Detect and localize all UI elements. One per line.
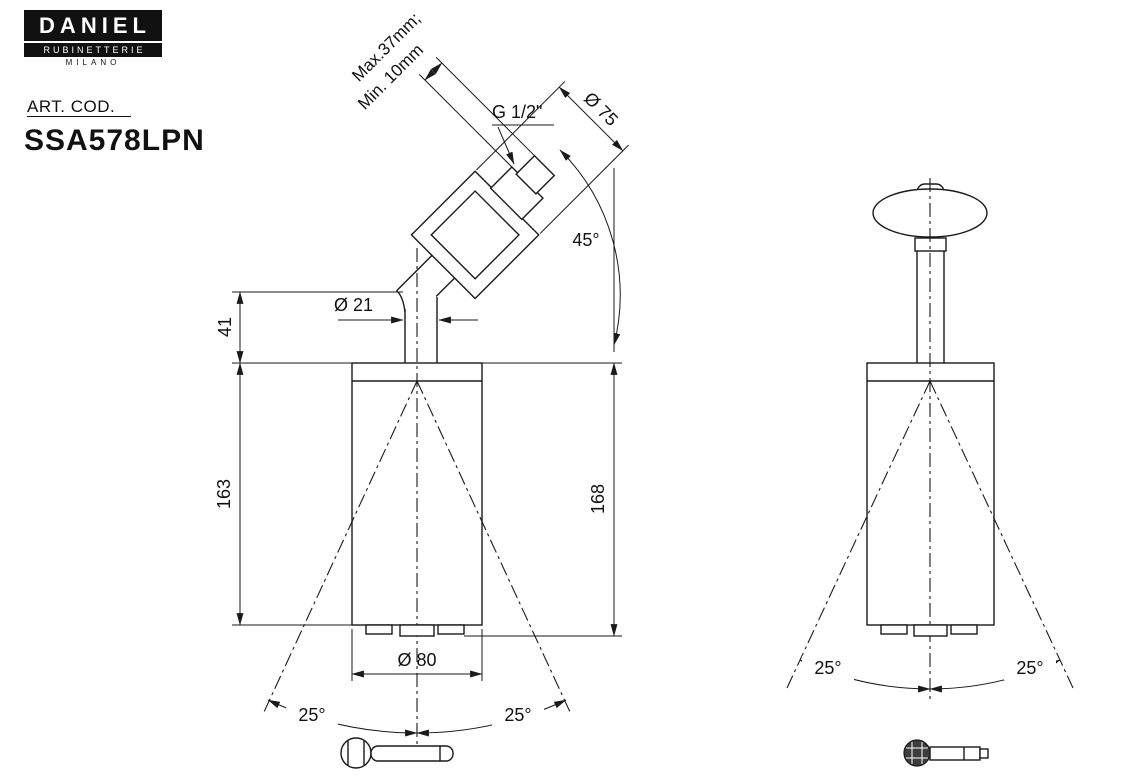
arm-pipe-right-edge <box>435 276 457 297</box>
spray-cone-right <box>416 380 571 713</box>
spray-tab-left <box>365 624 393 635</box>
article-code-value: SSA578LPN <box>24 124 205 157</box>
d75-extension-left <box>476 81 566 171</box>
brand-name: DANIEL <box>24 10 162 41</box>
spray-tab-right <box>437 624 465 635</box>
side-spray-tab-right <box>950 624 978 635</box>
elbow-outer-curve <box>396 290 406 313</box>
angle25-right-mask <box>492 703 544 727</box>
arm-pipe-left-edge <box>396 253 434 292</box>
front-arm-assembly: Ø 75 Max.37mm; Min. 10mm <box>348 9 629 300</box>
brand-city: MILANO <box>65 58 121 67</box>
angle25-left-mask <box>286 703 338 727</box>
thread-leader-line <box>497 126 515 165</box>
swivel-nut-inner <box>430 190 520 280</box>
angle25-right-text: 25° <box>504 705 531 725</box>
maxmin-dimension-line <box>424 62 443 81</box>
d80-dimension-text: Ø 80 <box>397 650 436 670</box>
maxmin-extension-bottom <box>418 74 513 168</box>
side-spray-cone-left <box>786 380 931 689</box>
thread-label-text: G 1/2" <box>492 102 542 122</box>
side-angle25-left-text: 25° <box>814 658 841 678</box>
dim-168-text: 168 <box>588 484 608 514</box>
brand-logo: DANIEL RUBINETTERIE MILANO <box>24 10 162 67</box>
front-view: Ø 75 Max.37mm; Min. 10mm <box>214 9 629 746</box>
dim-41-text: 41 <box>215 317 235 337</box>
d75-extension-right <box>539 144 629 234</box>
plan-knob-circle <box>340 737 372 769</box>
article-code-label: ART. COD. <box>27 97 132 117</box>
plan-handle-bar <box>370 745 454 762</box>
side-angle25-right-mask <box>1004 656 1056 680</box>
d75-dimension-text: Ø 75 <box>580 88 622 130</box>
side-view: 25° 25° <box>786 178 1074 702</box>
d21-dimension-text: Ø 21 <box>334 295 373 315</box>
plan-side-bar <box>929 746 981 761</box>
plan-side-nub <box>979 748 989 759</box>
angle25-arc-left <box>267 699 418 737</box>
spray-cone-left <box>263 380 418 713</box>
dim-163-text: 163 <box>214 479 234 509</box>
side-spray-tab-left <box>880 624 908 635</box>
thread-stub <box>515 154 556 195</box>
side-plan-icon <box>903 739 989 767</box>
plan-sprayface-circle <box>903 739 931 767</box>
side-angle25-right-text: 25° <box>1016 658 1043 678</box>
spray-tab-center <box>399 624 435 637</box>
angle45-text: 45° <box>572 230 599 250</box>
side-spray-tab-center <box>913 624 948 637</box>
angle45-arc <box>559 149 621 346</box>
maxmin-extension-top <box>435 57 535 157</box>
side-spray-cone-right <box>929 380 1074 689</box>
side-angle25-left-mask <box>802 656 854 680</box>
front-plan-icon <box>340 737 454 769</box>
angle25-left-text: 25° <box>298 705 325 725</box>
d75-dimension-line <box>558 86 624 152</box>
brand-subtitle: RUBINETTERIE <box>24 43 162 57</box>
